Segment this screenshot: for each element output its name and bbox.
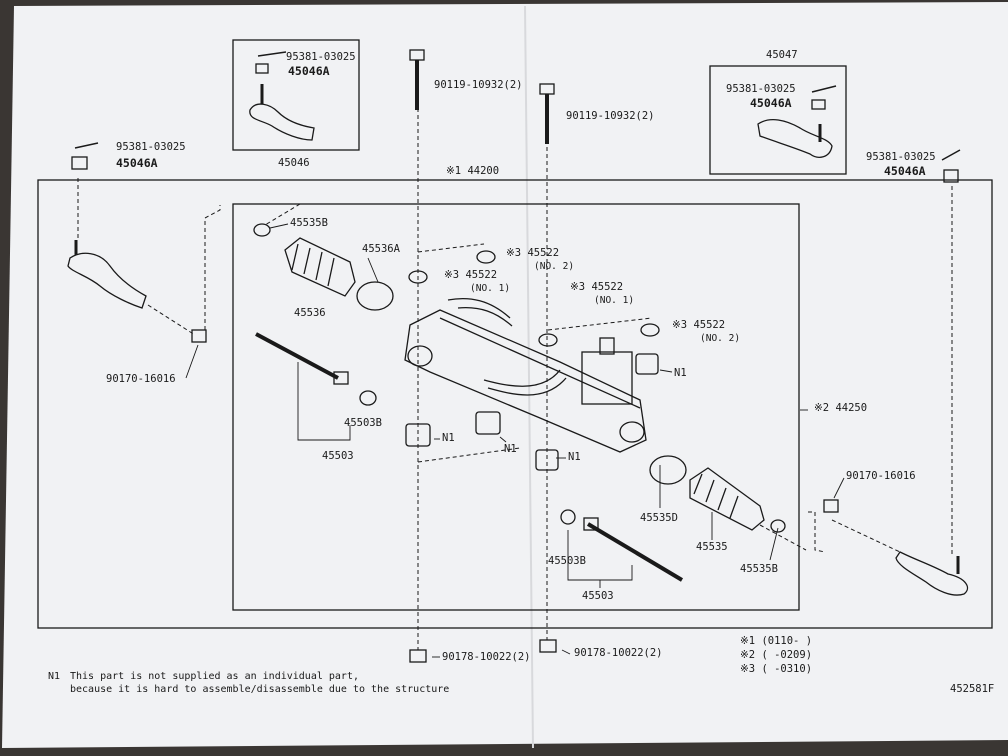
label-n1-a: N1 — [442, 432, 455, 444]
box-45047 — [709, 65, 847, 175]
tie-rod-end-right-outer — [895, 551, 969, 596]
label-90170-left: 90170-16016 — [106, 373, 176, 385]
tie-rod-end-left-outer — [67, 240, 147, 309]
label-45046-box: 45046 — [278, 157, 310, 169]
label-45522-no1-right-sub: (NO. 1) — [594, 295, 635, 306]
inner-frame — [232, 203, 800, 611]
boot-left — [284, 237, 356, 297]
legend-3: ※3 ( -0310) — [740, 663, 813, 675]
label-44250: ※2 44250 — [814, 402, 868, 414]
label-95381-box-left: 95381-03025 — [286, 51, 356, 63]
clamp-45535b-bottom — [770, 519, 786, 533]
tie-rod-left — [255, 332, 349, 385]
tie-rod-end-box-right — [757, 118, 833, 158]
clamp-45536a — [356, 281, 394, 311]
figure-code: 452581F — [950, 683, 995, 695]
note-line-1: This part is not supplied as an individu… — [70, 671, 359, 682]
label-90178-right: 90178-10022(2) — [574, 647, 663, 659]
washer-45503b-bottom — [560, 509, 576, 525]
clamp-45535d — [649, 455, 687, 485]
nuts-and-pins — [71, 51, 961, 663]
guide-lines — [77, 80, 953, 650]
label-45522-no1-right: ※3 45522 — [570, 281, 624, 293]
label-45535: 45535 — [696, 541, 728, 553]
label-n1-b: N1 — [504, 443, 517, 455]
note-line-2: because it is hard to assemble/disassemb… — [70, 684, 450, 695]
label-45536a: 45536A — [362, 243, 400, 255]
paper-fold — [524, 5, 534, 749]
legend-2: ※2 ( -0209) — [740, 649, 813, 661]
label-95381-left: 95381-03025 — [116, 141, 186, 153]
label-45522-no1-left: ※3 45522 — [444, 269, 498, 281]
label-n1-c: N1 — [568, 451, 581, 463]
steering-rack-housing — [404, 297, 647, 453]
label-45046a-left: 45046A — [116, 156, 158, 170]
label-45046a-box-right: 45046A — [750, 96, 792, 110]
washer-45503b-left — [359, 390, 377, 406]
label-45522-no1-left-sub: (NO. 1) — [470, 283, 511, 294]
washers-45522 — [408, 250, 660, 347]
label-90119-left: 90119-10932(2) — [434, 79, 523, 91]
label-44200: ※1 44200 — [446, 165, 500, 177]
label-95381-right: 95381-03025 — [866, 151, 936, 163]
label-45535b-top: 45535B — [290, 217, 328, 229]
label-45522-no2-top: ※3 45522 — [506, 247, 560, 259]
leader-lines — [185, 223, 845, 658]
label-n1-d: N1 — [674, 367, 687, 379]
label-45503b-bottom: 45503B — [548, 555, 586, 567]
label-45535d: 45535D — [640, 512, 678, 524]
box-45046 — [232, 39, 360, 151]
label-95381-box-right: 95381-03025 — [726, 83, 796, 95]
note-marker: N1 — [48, 671, 61, 682]
label-90119-right: 90119-10932(2) — [566, 110, 655, 122]
tie-rod-end-box-left — [249, 84, 315, 141]
label-45535b-bottom: 45535B — [740, 563, 778, 575]
label-45046a-right: 45046A — [884, 164, 926, 178]
bushings-n1 — [405, 353, 659, 471]
boot-right — [689, 467, 765, 531]
legend-1: ※1 (0110- ) — [740, 635, 813, 647]
label-45536: 45536 — [294, 307, 326, 319]
label-45047-box: 45047 — [766, 49, 798, 61]
label-45503-left: 45503 — [322, 450, 354, 462]
label-45503b-left: 45503B — [344, 417, 382, 429]
label-45522-no2-right-sub: (NO. 2) — [700, 333, 741, 344]
bolts — [409, 49, 555, 144]
label-45522-no2-right: ※3 45522 — [672, 319, 726, 331]
outer-frame — [37, 179, 993, 629]
clamp-45535b-top — [253, 223, 271, 237]
label-90178-left: 90178-10022(2) — [442, 651, 531, 663]
label-90170-right: 90170-16016 — [846, 470, 916, 482]
label-45046a-box-left: 45046A — [288, 64, 330, 78]
label-45503-bottom: 45503 — [582, 590, 614, 602]
label-45522-no2-top-sub: (NO. 2) — [534, 261, 575, 272]
tie-rod-right — [583, 517, 684, 582]
